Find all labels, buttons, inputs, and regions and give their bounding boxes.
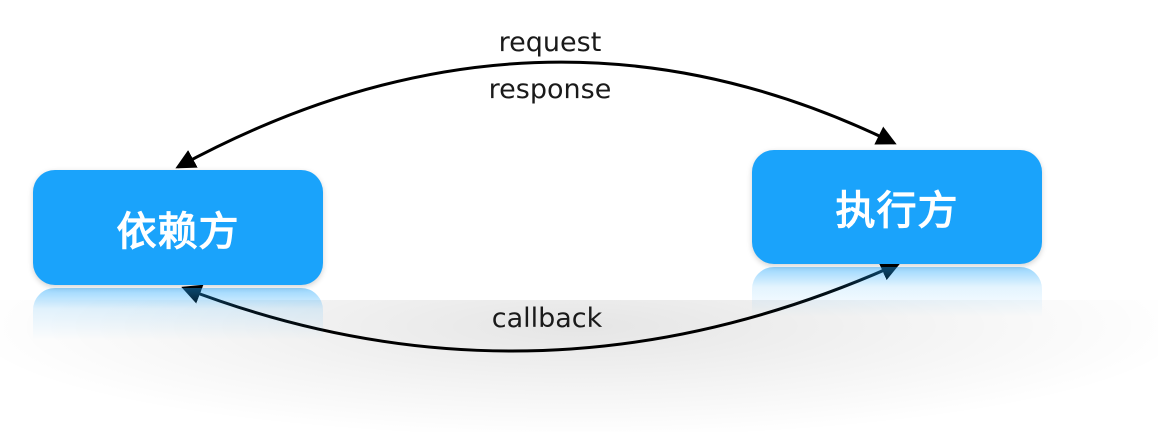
request-label: request: [498, 27, 602, 58]
callback-label: callback: [491, 303, 603, 334]
executor-node-reflection: [752, 267, 1042, 317]
dependent-node-label: 依赖方: [116, 208, 240, 255]
request-response-arrow: [175, 60, 897, 169]
floor-shadow: [0, 300, 1158, 432]
dependent-node-reflection: [33, 288, 323, 340]
executor-node-label: 执行方: [835, 188, 959, 234]
dependent-node[interactable]: 依赖方: [33, 170, 323, 285]
callback-arrow: [181, 261, 901, 353]
response-label: response: [488, 74, 612, 105]
executor-node[interactable]: 执行方: [752, 150, 1042, 264]
